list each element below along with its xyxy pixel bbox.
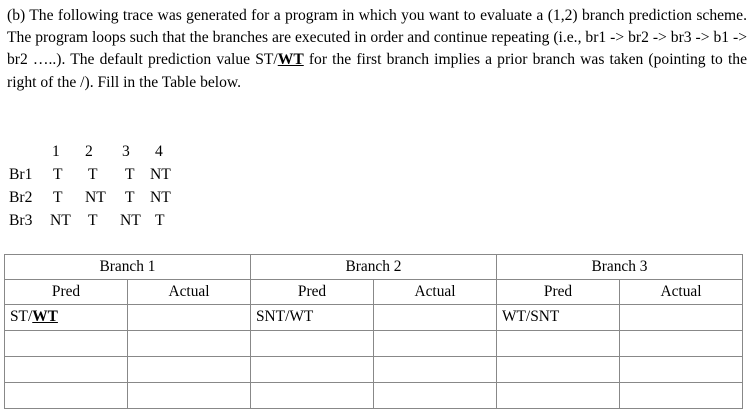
branch-1-actual-cell-row-2[interactable]	[127, 330, 251, 357]
branch-3-actual-header: Actual	[619, 279, 743, 305]
branch-3-actual-cell-row-1[interactable]	[619, 304, 743, 331]
default-prediction-emphasis: WT	[277, 51, 304, 69]
question-text-part-2: for the first branch implies a prior bra…	[7, 51, 747, 91]
trace-row-br2: Br2 T NT T NT	[0, 187, 754, 209]
branch-2-pred-cell-row-4[interactable]	[250, 382, 374, 409]
branch-2-pred-cell-row-2[interactable]	[250, 330, 374, 357]
branch-2-pred-cell-row-1[interactable]: SNT/WT	[250, 304, 374, 331]
branch-3-pred-cell-row-2[interactable]	[496, 330, 620, 357]
table-row	[4, 382, 743, 409]
question-label: (b)	[7, 7, 26, 24]
trace-br2-value-3: T	[125, 189, 135, 206]
branch-1-pred-emphasis-row-1: WT	[32, 308, 58, 325]
branch-1-actual-header: Actual	[127, 279, 251, 305]
trace-br2-value-1: T	[53, 189, 63, 206]
trace-br1-value-2: T	[88, 166, 98, 183]
trace-br1-value-1: T	[53, 166, 63, 183]
trace-br3-value-2: T	[88, 212, 98, 229]
trace-col-header-4: 4	[155, 143, 163, 160]
branch-2-pred-header: Pred	[250, 279, 374, 305]
branch-1-actual-cell-row-4[interactable]	[127, 382, 251, 409]
table-branch-header-row: Branch 1 Branch 2 Branch 3	[4, 254, 743, 280]
branch-1-pred-header: Pred	[4, 279, 128, 305]
question-paragraph: (b) The following trace was generated fo…	[7, 5, 747, 94]
table-subheader-row: Pred Actual Pred Actual Pred Actual	[4, 279, 743, 305]
trace-row-br3: Br3 NT T NT T	[0, 210, 754, 232]
branch-1-actual-cell-row-1[interactable]	[127, 304, 251, 331]
table-row: ST/WT SNT/WT WT/SNT	[4, 304, 743, 331]
branch-3-actual-cell-row-3[interactable]	[619, 356, 743, 383]
branch-3-actual-cell-row-2[interactable]	[619, 330, 743, 357]
branch-3-pred-cell-row-4[interactable]	[496, 382, 620, 409]
table-row	[4, 330, 743, 357]
branch-2-actual-cell-row-3[interactable]	[373, 356, 497, 383]
trace-row-label-br2: Br2	[9, 189, 33, 206]
trace-br1-value-3: T	[125, 166, 135, 183]
branch-2-actual-cell-row-4[interactable]	[373, 382, 497, 409]
trace-br2-value-2: NT	[85, 189, 106, 206]
table-row	[4, 356, 743, 383]
branch-3-pred-cell-row-3[interactable]	[496, 356, 620, 383]
trace-br3-value-1: NT	[50, 212, 71, 229]
trace-col-header-2: 2	[85, 143, 93, 160]
trace-row-br1: Br1 T T T NT	[0, 164, 754, 186]
branch-1-pred-cell-row-4[interactable]	[4, 382, 128, 409]
trace-br3-value-3: NT	[120, 212, 141, 229]
trace-col-header-1: 1	[52, 143, 60, 160]
branch-2-actual-header: Actual	[373, 279, 497, 305]
trace-header-row: 1 2 3 4	[0, 141, 754, 163]
branch-1-header: Branch 1	[4, 254, 251, 280]
trace-br2-value-4: NT	[150, 189, 171, 206]
trace-br1-value-4: NT	[150, 166, 171, 183]
branch-3-pred-cell-row-1[interactable]: WT/SNT	[496, 304, 620, 331]
question-text-part-1: The following trace was generated for a …	[7, 7, 747, 69]
branch-3-actual-cell-row-4[interactable]	[619, 382, 743, 409]
trace-col-header-3: 3	[122, 143, 130, 160]
branch-1-actual-cell-row-3[interactable]	[127, 356, 251, 383]
branch-3-pred-header: Pred	[496, 279, 620, 305]
branch-2-actual-cell-row-1[interactable]	[373, 304, 497, 331]
branch-1-pred-prefix-row-1: ST/	[10, 308, 33, 325]
branch-1-pred-cell-row-1[interactable]: ST/WT	[4, 304, 128, 331]
trace-listing: 1 2 3 4 Br1 T T T NT Br2 T NT T NT Br3 N…	[0, 141, 754, 241]
branch-2-header: Branch 2	[250, 254, 497, 280]
branch-1-pred-cell-row-2[interactable]	[4, 330, 128, 357]
trace-row-label-br1: Br1	[9, 166, 33, 183]
trace-row-label-br3: Br3	[9, 212, 33, 229]
branch-2-pred-cell-row-3[interactable]	[250, 356, 374, 383]
trace-br3-value-4: T	[155, 212, 165, 229]
branch-prediction-answer-table: Branch 1 Branch 2 Branch 3 Pred Actual P…	[4, 254, 743, 409]
branch-3-header: Branch 3	[496, 254, 743, 280]
branch-1-pred-cell-row-3[interactable]	[4, 356, 128, 383]
branch-2-actual-cell-row-2[interactable]	[373, 330, 497, 357]
